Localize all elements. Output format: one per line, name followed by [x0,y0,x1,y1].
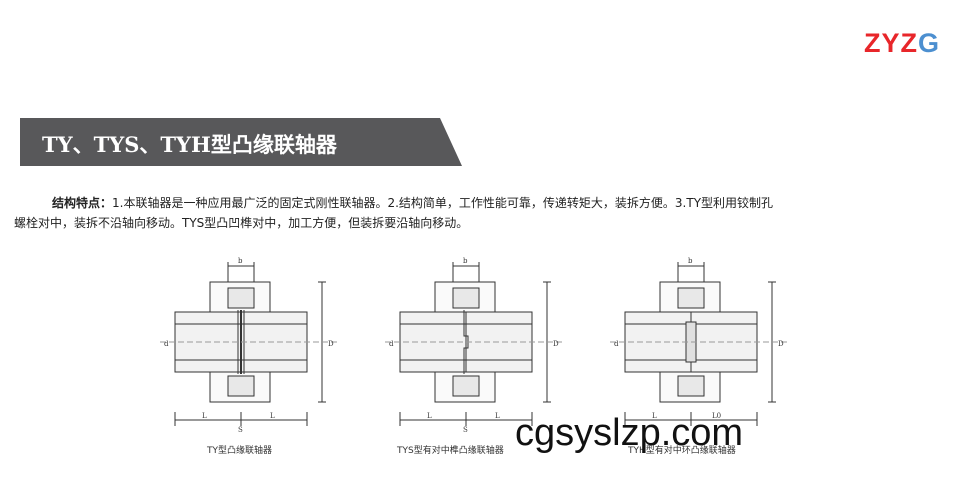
section-title: TY、TYS、TYH型凸缘联轴器 [42,132,337,157]
description-line-2: 螺栓对中，装拆不沿轴向移动。TYS型凸凹榫对中，加工方便，但装拆要沿轴向移动。 [14,216,469,230]
dim-D-label: D [778,340,784,348]
dim-L-right-label: L [495,412,500,420]
dim-L-left-label: L [202,412,207,420]
tyh-caption: TYH型有对中环凸缘联轴器 [628,446,736,456]
brand-logo: ZYZG [864,30,940,57]
description-text-1: 1.本联轴器是一种应用最广泛的固定式刚性联轴器。2.结构简单，工作性能可靠，传递… [112,196,774,210]
structure-description: 结构特点：1.本联轴器是一种应用最广泛的固定式刚性联轴器。2.结构简单，工作性能… [14,193,940,230]
dim-L-left-label: L [427,412,432,420]
section-banner [20,118,462,166]
logo-letter-g: G [918,28,941,58]
dim-L0-label: L0 [712,412,721,420]
logo-letter-z1: Z [864,28,882,58]
tys-caption: TYS型有对中榫凸缘联轴器 [397,446,504,456]
dim-b-label: b [463,257,468,265]
dim-D-label: D [328,340,334,348]
dim-S-label: S [238,426,243,434]
tys-coupling-diagram: b d D L L S [385,257,565,434]
dim-b-label: b [238,257,243,265]
watermark-text: cgsyslzp.com [515,412,744,454]
ty-caption: TY型凸缘联轴器 [207,446,272,456]
description-label: 结构特点： [52,196,113,210]
dim-L-right-label: L [270,412,275,420]
dim-D-label: D [553,340,559,348]
logo-letter-z2: Z [900,28,919,58]
dim-S-label: S [463,426,468,434]
dim-d-label: d [614,340,619,348]
logo-letter-y: Y [881,28,901,58]
dim-d-label: d [389,340,394,348]
dim-b-label: b [688,257,693,265]
description-line-1: 结构特点：1.本联轴器是一种应用最广泛的固定式刚性联轴器。2.结构简单，工作性能… [52,193,940,213]
ty-coupling-diagram: b d D L L S [160,257,340,434]
tyh-coupling-diagram: b d D L L0 [610,257,790,426]
dim-L-left-label: L [652,412,657,420]
dim-d-label: d [164,340,169,348]
